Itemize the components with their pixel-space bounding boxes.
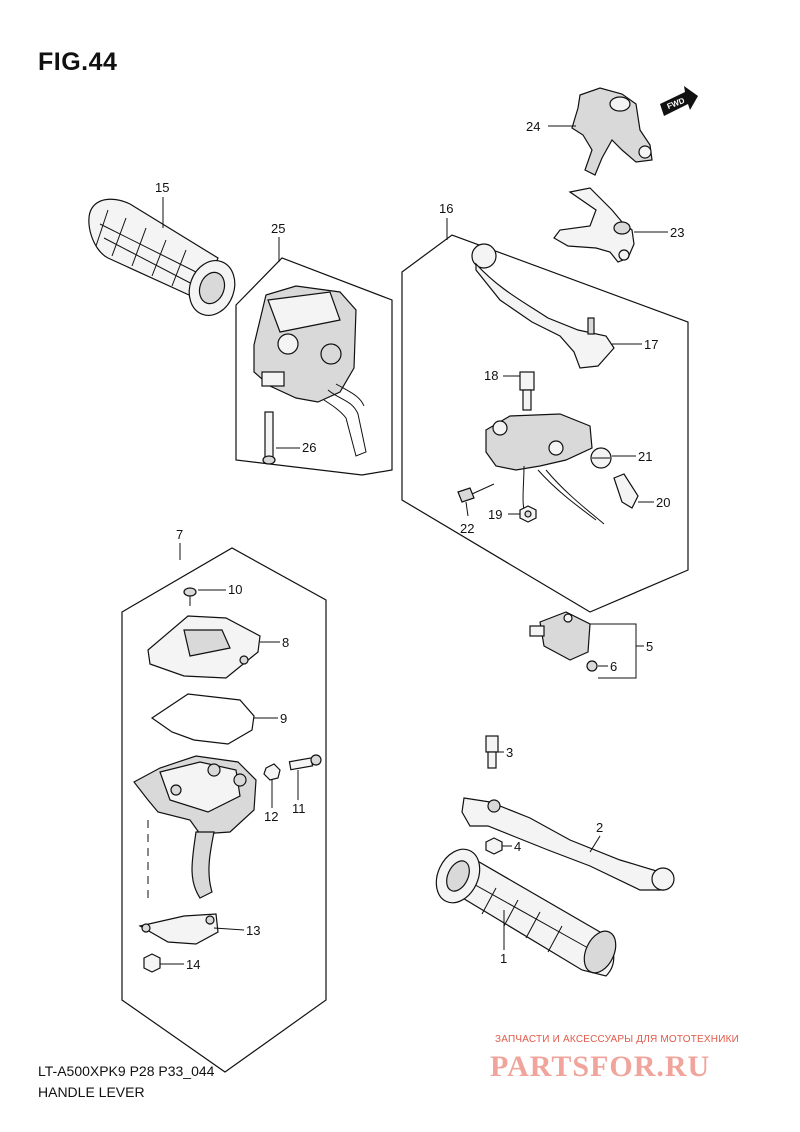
watermark-logo: PARTSFOR.RU [490, 1050, 711, 1083]
callout-16: 16 [439, 201, 453, 216]
group-box-clutch-assembly [401, 234, 689, 613]
part-2-brake-lever [461, 797, 675, 891]
part-10-screw [183, 587, 197, 606]
callout-13: 13 [246, 923, 260, 938]
callout-8: 8 [282, 635, 289, 650]
watermark-tagline: ЗАПЧАСТИ И АКСЕССУАРЫ ДЛЯ МОТОТЕХНИКИ [495, 1034, 740, 1045]
callout-10: 10 [228, 582, 242, 597]
part-26-screw [262, 411, 276, 465]
part-20-adjuster [613, 473, 639, 509]
part-6-screw [586, 660, 598, 672]
callout-19: 19 [488, 507, 502, 522]
callout-4: 4 [514, 839, 521, 854]
leader-lines [160, 125, 668, 965]
group-box-switch [235, 257, 393, 476]
part-12-nut [263, 763, 281, 781]
callout-9: 9 [280, 711, 287, 726]
part-7-throttle-case [133, 755, 257, 900]
callout-14: 14 [186, 957, 200, 972]
figure-title: FIG.44 [38, 48, 118, 76]
callout-23: 23 [670, 225, 684, 240]
part-4-nut [485, 837, 503, 855]
callout-25: 25 [271, 221, 285, 236]
callout-26: 26 [302, 440, 316, 455]
part-8-throttle-cover [147, 615, 261, 679]
callout-7: 7 [176, 527, 183, 542]
part-23-lever-arm [553, 187, 635, 263]
part-14-nut [143, 953, 161, 973]
group-box-throttle-case [121, 547, 327, 1073]
callout-5: 5 [646, 639, 653, 654]
callout-11: 11 [292, 801, 306, 816]
callout-24: 24 [526, 119, 540, 134]
part-9-gasket [150, 693, 255, 745]
callout-18: 18 [484, 368, 498, 383]
part-21-cable-boot [590, 447, 612, 469]
forward-arrow-icon: FWD [660, 86, 698, 116]
callout-22: 22 [460, 521, 474, 536]
section-title: HANDLE LEVER [38, 1084, 145, 1100]
callout-20: 20 [656, 495, 670, 510]
part-24-lever-bracket [571, 87, 653, 176]
part-1-right-grip [435, 848, 617, 977]
part-25-handlebar-switch [253, 285, 367, 457]
model-code: LT-A500XPK9 P28 P33_044 [38, 1063, 215, 1079]
callout-2: 2 [596, 820, 603, 835]
part-5-switch [529, 611, 591, 661]
part-13-plate [138, 913, 219, 945]
callout-12: 12 [264, 809, 278, 824]
callout-15: 15 [155, 180, 169, 195]
callout-21: 21 [638, 449, 652, 464]
callout-17: 17 [644, 337, 658, 352]
part-19-nut [519, 505, 537, 523]
part-15-left-grip [88, 198, 236, 316]
callout-1: 1 [500, 951, 507, 966]
part-18-pivot-bolt [519, 371, 535, 411]
part-17-clutch-lever [471, 243, 615, 369]
part-3-bolt [485, 735, 499, 769]
part-22-bolt [457, 483, 495, 503]
clutch-lever-holder [485, 413, 605, 525]
callout-6: 6 [610, 659, 617, 674]
callout-3: 3 [506, 745, 513, 760]
part-11-screw [288, 754, 322, 771]
